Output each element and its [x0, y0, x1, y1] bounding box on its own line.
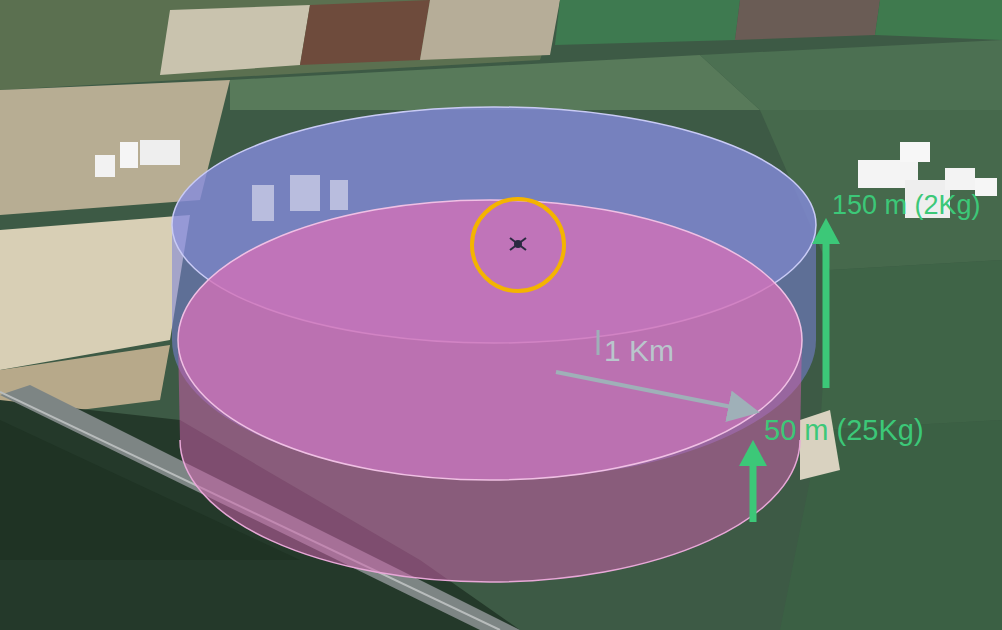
radius-label: 1 Km — [604, 336, 674, 366]
height-label: 150 m (2Kg) — [832, 192, 981, 219]
height-label: 50 m (25Kg) — [764, 416, 924, 445]
